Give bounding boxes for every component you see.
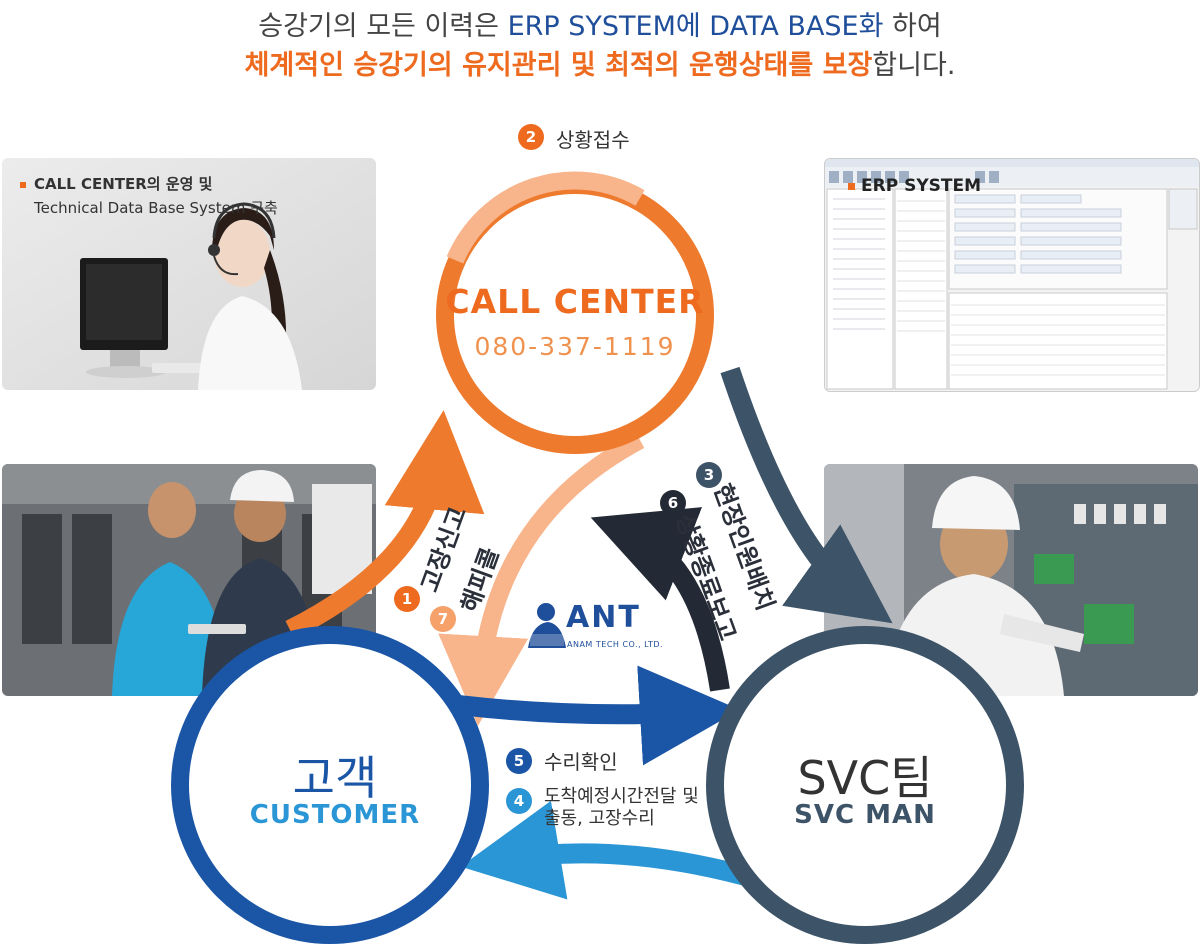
header-line-2: 체계적인 승강기의 유지관리 및 최적의 운행상태를 보장합니다. xyxy=(244,50,956,81)
erp-screenshot-photo xyxy=(824,158,1200,392)
step-2-label: 상황접수 xyxy=(556,128,630,152)
svc-subtitle: SVC MAN xyxy=(794,800,936,830)
erp-screenshot-image xyxy=(825,159,1199,391)
step-4-badge: 4 xyxy=(506,788,532,814)
header-line-1: 승강기의 모든 이력은 ERP SYSTEM에 DATA BASE화 하여 xyxy=(258,11,942,42)
call-center-note: CALL CENTER의 운영 및 Technical Data Base Sy… xyxy=(20,172,278,220)
header-highlight-blue: ERP SYSTEM에 DATA BASE화 xyxy=(507,11,884,42)
step-5-badge: 5 xyxy=(506,748,532,774)
step-5-label: 수리확인 xyxy=(544,750,618,774)
header-highlight-orange: 체계적인 승강기의 유지관리 및 최적의 운행상태를 보장 xyxy=(244,50,873,81)
call-center-photo xyxy=(2,158,376,390)
customer-subtitle: CUSTOMER xyxy=(249,800,421,830)
erp-system-label: ERP SYSTEM xyxy=(848,176,981,196)
call-center-title: CALL CENTER xyxy=(445,282,705,321)
customer-circle xyxy=(171,626,489,944)
flow-arrow-1-report xyxy=(285,410,485,639)
call-center-phone: 080-337-1119 xyxy=(474,332,676,361)
bullet-square-icon xyxy=(20,181,26,188)
bullet-square-icon xyxy=(848,182,855,190)
call-center-photo-image xyxy=(2,158,376,390)
step-1-badge: 1 xyxy=(394,586,420,612)
step-3-badge: 3 xyxy=(696,462,722,488)
step-6-badge: 6 xyxy=(660,490,686,516)
flow-arrow-7-happy-call xyxy=(438,432,645,726)
step-2-badge: 2 xyxy=(518,124,544,150)
step-7-badge: 7 xyxy=(430,606,456,632)
svc-title: SVC팀 xyxy=(797,751,933,805)
ant-logo-text: ANT xyxy=(566,600,641,635)
flow-arrow-4-arrival xyxy=(460,800,763,900)
svc-circle xyxy=(706,626,1024,944)
customer-title: 고객 xyxy=(292,751,378,805)
call-center-ring-accent xyxy=(446,171,645,264)
header: 승강기의 모든 이력은 ERP SYSTEM에 DATA BASE화 하여 체계… xyxy=(0,8,1200,86)
step-4-label: 도착예정시간전달 및 출동, 고장수리 xyxy=(544,786,699,829)
flow-arrow-3-dispatch xyxy=(720,366,893,624)
flow-arrow-6-report-end xyxy=(590,507,730,692)
ant-logo-mark-icon xyxy=(528,603,566,648)
ant-logo-subtext: ANAM TECH CO., LTD. xyxy=(567,640,664,649)
